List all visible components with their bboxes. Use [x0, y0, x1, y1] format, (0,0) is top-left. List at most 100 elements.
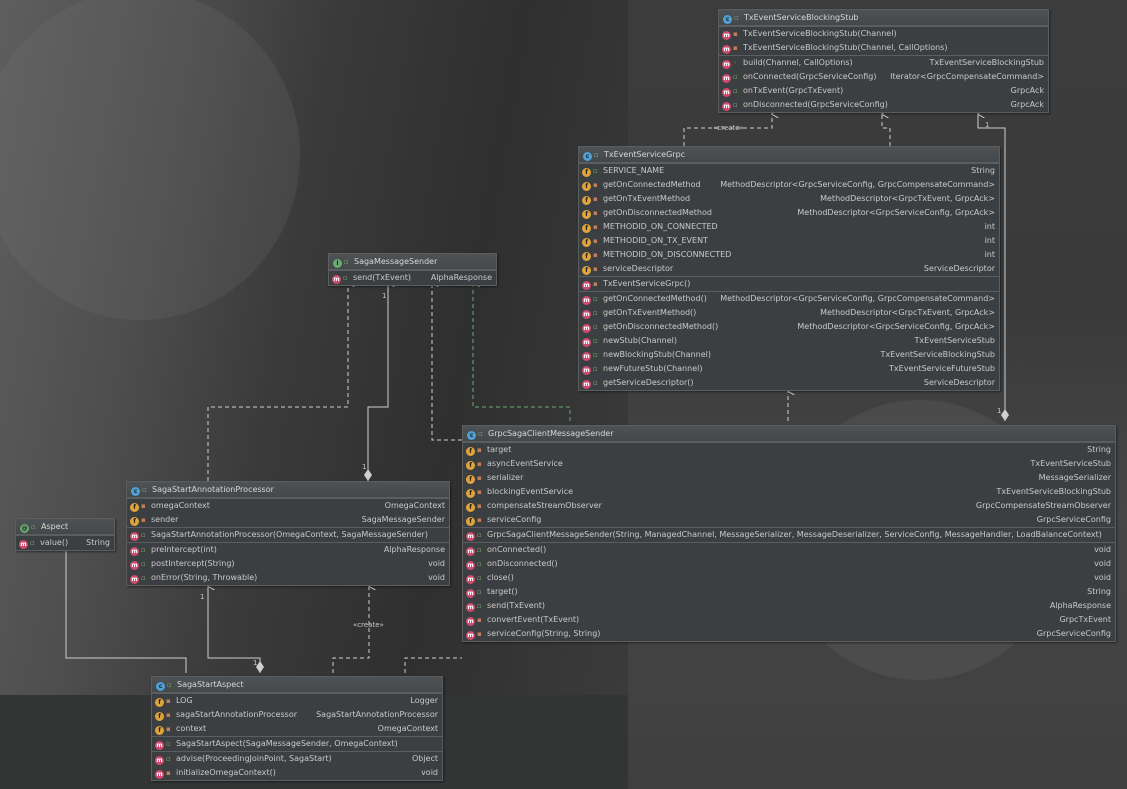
member-section: m▫value()String — [16, 535, 114, 550]
method-icon: m — [582, 366, 591, 375]
class-header[interactable]: c▫TxEventServiceGrpc — [579, 147, 999, 163]
class-header[interactable]: c▫SagaStartAspect — [152, 677, 442, 693]
class-header[interactable]: @▫Aspect — [16, 519, 114, 535]
member-name: onConnected() — [487, 545, 547, 554]
field-icon: f — [582, 210, 591, 219]
method-row[interactable]: m▫onConnected()void — [463, 543, 1115, 557]
class-header[interactable]: c▫GrpcSagaClientMessageSender — [463, 426, 1115, 442]
visibility-priv-icon: ▪ — [477, 630, 482, 638]
constructor-row[interactable]: m▫SagaStartAnnotationProcessor(OmegaCont… — [127, 528, 449, 542]
method-row[interactable]: m▫advise(ProceedingJoinPoint, SagaStart)… — [152, 752, 442, 766]
method-row[interactable]: m▫newStub(Channel)TxEventServiceStub — [579, 334, 999, 348]
method-icon: m — [130, 575, 139, 584]
member-name: getServiceDescriptor() — [603, 378, 694, 387]
method-row[interactable]: m▪initializeOmegaContext()void — [152, 766, 442, 780]
member-name: SagaStartAnnotationProcessor(OmegaContex… — [151, 530, 428, 539]
member-name: blockingEventService — [487, 487, 574, 496]
constructor-row[interactable]: m▪TxEventServiceBlockingStub(Channel) — [719, 27, 1048, 41]
method-row[interactable]: m▫target()String — [463, 585, 1115, 599]
interface-icon: I — [333, 259, 342, 268]
class-header[interactable]: I▫SagaMessageSender — [329, 254, 496, 270]
method-row[interactable]: m▫onError(String, Throwable)void — [127, 571, 449, 585]
method-row[interactable]: m▫preIntercept(int)AlphaResponse — [127, 543, 449, 557]
field-icon: f — [130, 503, 139, 512]
field-icon: f — [155, 698, 164, 707]
member-type: MethodDescriptor<GrpcServiceConfig, Grpc… — [720, 180, 995, 189]
method-icon: m — [155, 770, 164, 779]
method-row[interactable]: m▫close()void — [463, 571, 1115, 585]
method-row[interactable]: m▫getServiceDescriptor()ServiceDescripto… — [579, 376, 999, 390]
method-row[interactable]: m▫onDisconnected(GrpcServiceConfig)GrpcA… — [719, 98, 1048, 112]
class-header[interactable]: c▫SagaStartAnnotationProcessor — [127, 482, 449, 498]
visibility-priv-icon: ▪ — [166, 769, 171, 777]
method-row[interactable]: m▫value()String — [16, 536, 114, 550]
member-name: METHODID_ON_TX_EVENT — [603, 236, 708, 245]
method-icon: m — [466, 547, 475, 556]
method-row[interactable]: m▫getOnDisconnectedMethod()MethodDescrip… — [579, 320, 999, 334]
member-section: m▫GrpcSagaClientMessageSender(String, Ma… — [463, 527, 1115, 542]
visibility-pub-icon: ▫ — [477, 588, 482, 596]
method-icon: m — [722, 74, 731, 83]
constructor-row[interactable]: m▪TxEventServiceBlockingStub(Channel, Ca… — [719, 41, 1048, 55]
visibility-pub-icon: ▫ — [477, 560, 482, 568]
field-icon: f — [466, 517, 475, 526]
method-row[interactable]: m▪serviceConfig(String, String)GrpcServi… — [463, 627, 1115, 641]
visibility-pub-icon: ▫ — [343, 274, 348, 282]
visibility-pub-icon: ▫ — [141, 574, 146, 582]
member-type: void — [421, 768, 438, 777]
method-row[interactable]: m▫postIntercept(String)void — [127, 557, 449, 571]
constructor-row[interactable]: m▫GrpcSagaClientMessageSender(String, Ma… — [463, 528, 1115, 542]
member-name: TxEventServiceGrpc() — [603, 279, 691, 288]
field-icon: f — [466, 475, 475, 484]
visibility-priv-icon: ▪ — [477, 516, 482, 524]
member-name: compensateStreamObserver — [487, 501, 602, 510]
method-row[interactable]: m▫send(TxEvent)AlphaResponse — [463, 599, 1115, 613]
method-row[interactable]: m▫getOnTxEventMethod()MethodDescriptor<G… — [579, 306, 999, 320]
member-type: String — [86, 538, 110, 547]
member-name: METHODID_ON_DISCONNECTED — [603, 250, 732, 259]
method-icon: m — [582, 296, 591, 305]
member-type: Object — [411, 754, 438, 763]
method-row[interactable]: m▫send(TxEvent)AlphaResponse — [329, 271, 496, 285]
method-row[interactable]: m▫newFutureStub(Channel)TxEventServiceFu… — [579, 362, 999, 376]
method-row[interactable]: m▫onTxEvent(GrpcTxEvent)GrpcAck — [719, 84, 1048, 98]
constructor-row[interactable]: m▫SagaStartAspect(SagaMessageSender, Ome… — [152, 737, 442, 751]
constructor-row[interactable]: m▪TxEventServiceGrpc() — [579, 277, 999, 291]
method-row[interactable]: m▫getOnConnectedMethod()MethodDescriptor… — [579, 292, 999, 306]
class-header[interactable]: c▫TxEventServiceBlockingStub — [719, 10, 1048, 26]
method-row[interactable]: m▫onDisconnected()void — [463, 557, 1115, 571]
method-row[interactable]: m▫newBlockingStub(Channel)TxEventService… — [579, 348, 999, 362]
method-row[interactable]: m◦build(Channel, CallOptions)TxEventServ… — [719, 56, 1048, 70]
visibility-priv-icon: ▪ — [477, 446, 482, 454]
method-icon: m — [466, 589, 475, 598]
method-row[interactable]: m▫onConnected(GrpcServiceConfig)Iterator… — [719, 70, 1048, 84]
method-row[interactable]: m▪convertEvent(TxEvent)GrpcTxEvent — [463, 613, 1115, 627]
